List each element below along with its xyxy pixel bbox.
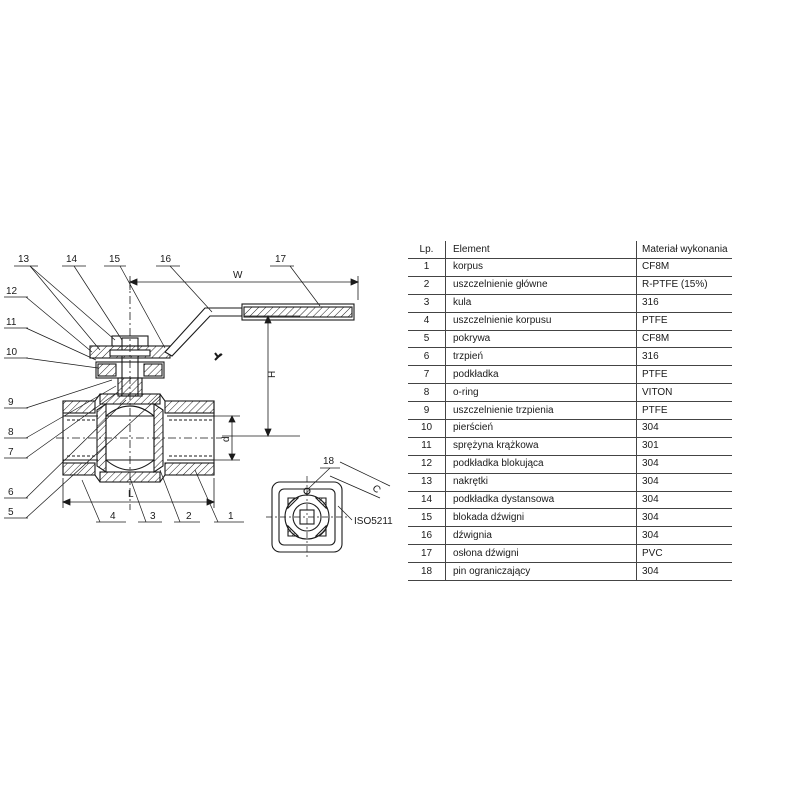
wrench-icon	[214, 352, 223, 361]
leader-lines	[4, 265, 321, 523]
seat-left	[96, 402, 107, 474]
header-element: Element	[445, 241, 637, 259]
lever	[164, 307, 243, 357]
callout-15: 15	[109, 254, 121, 265]
dim-c-label: C	[370, 483, 383, 496]
callout-18: 18	[323, 456, 335, 467]
valve-section-view	[56, 280, 355, 510]
callout-16: 16	[160, 254, 172, 265]
table-header-row: Lp. Element Materiał wykonania	[408, 241, 732, 259]
callout-1: 1	[228, 511, 234, 522]
callout-14: 14	[66, 254, 78, 265]
callout-10: 10	[6, 347, 18, 358]
dim-l-label: L	[128, 489, 134, 500]
callout-12: 12	[6, 286, 18, 297]
header-material: Materiał wykonania	[636, 241, 732, 259]
callout-6: 6	[8, 487, 14, 498]
body-right-wall	[164, 400, 215, 414]
callout-4: 4	[110, 511, 116, 522]
flange-top-view	[266, 461, 391, 560]
callout-2: 2	[186, 511, 192, 522]
flange-standard-label: ISO5211	[354, 516, 393, 527]
callout-3: 3	[150, 511, 156, 522]
callout-11: 11	[6, 317, 17, 328]
callout-13: 13	[18, 254, 30, 265]
callout-7: 7	[8, 447, 14, 458]
callout-5: 5	[8, 507, 14, 518]
header-lp: Lp.	[408, 241, 446, 259]
callout-8: 8	[8, 427, 14, 438]
dim-h-label: H	[267, 371, 278, 378]
dimension-lines	[61, 276, 360, 508]
callout-17: 17	[275, 254, 287, 265]
callout-9: 9	[8, 397, 14, 408]
dim-d-label: d	[221, 436, 232, 442]
dim-w-label: W	[233, 270, 243, 281]
